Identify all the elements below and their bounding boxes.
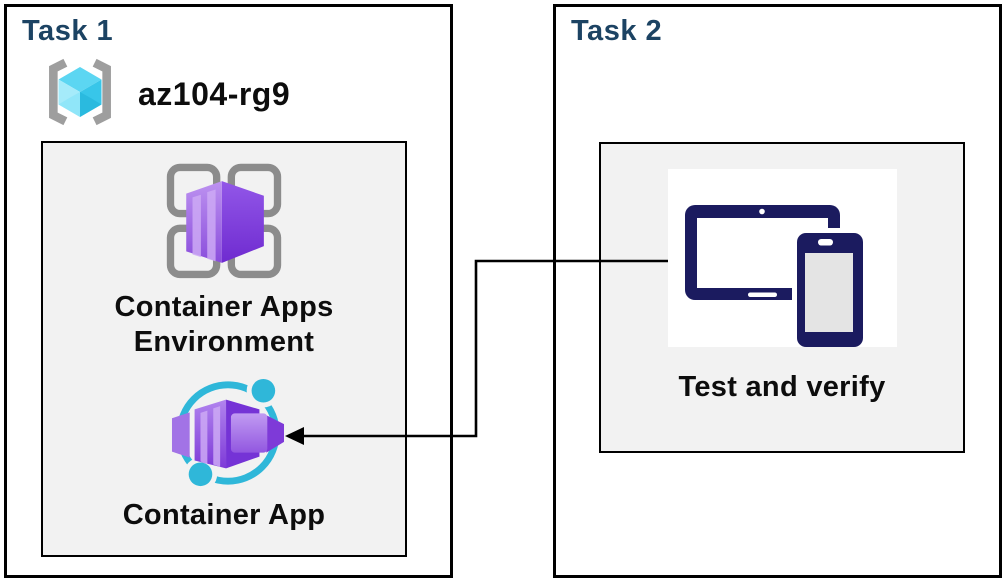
container-apps-environment-box: Container Apps Environment <box>41 141 407 557</box>
task2-box: Task 2 Test and verify <box>553 4 1002 578</box>
resource-group-icon <box>37 55 123 134</box>
container-apps-environment-label: Container Apps Environment <box>114 291 334 358</box>
task2-title: Task 2 <box>571 15 663 47</box>
tablet-phone-devices-icon <box>667 169 897 352</box>
task1-box: Task 1 az104-rg9 <box>4 4 453 578</box>
test-and-verify-box: Test and verify <box>599 142 965 453</box>
resource-group: az104-rg9 <box>37 55 290 134</box>
container-app-label: Container App <box>122 498 326 531</box>
container-app-icon <box>168 373 288 491</box>
test-and-verify-label: Test and verify <box>678 371 886 403</box>
task1-title: Task 1 <box>22 15 114 47</box>
resource-group-name: az104-rg9 <box>138 76 291 112</box>
container-apps-environment-icon <box>161 158 287 286</box>
